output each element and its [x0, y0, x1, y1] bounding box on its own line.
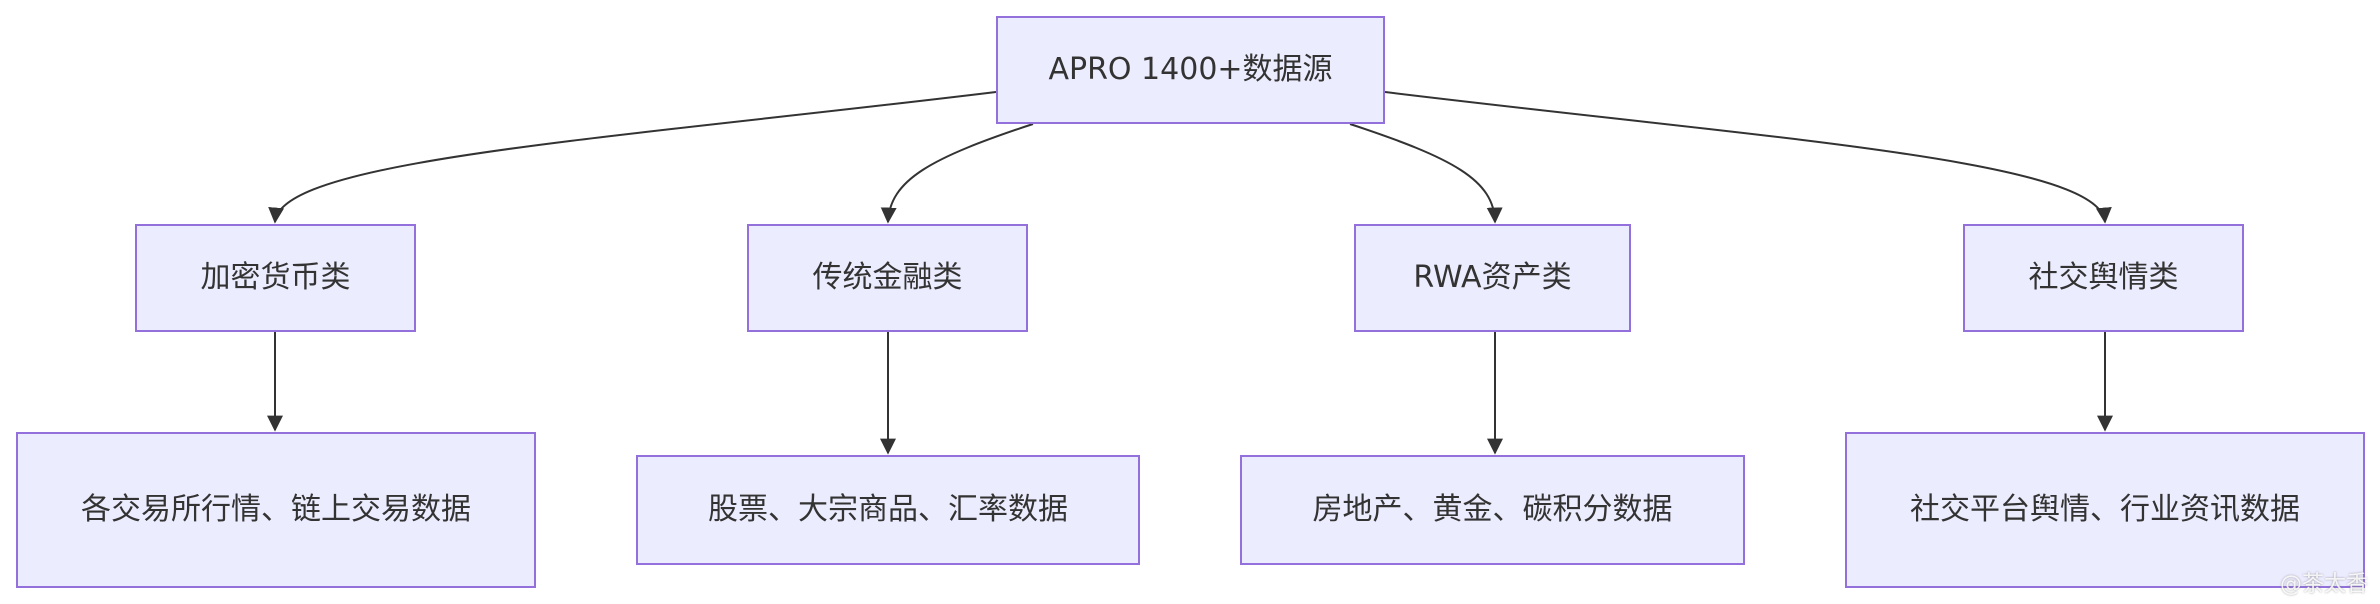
edge-root-to-rwa — [1349, 123, 1503, 224]
detail-node-label: 股票、大宗商品、汇率数据 — [708, 492, 1068, 527]
category-node-label: RWA资产类 — [1413, 260, 1572, 295]
detail-node-crypto: 各交易所行情、链上交易数据 — [16, 432, 536, 588]
detail-node-label: 社交平台舆情、行业资讯数据 — [1910, 492, 2300, 527]
detail-node-social: 社交平台舆情、行业资讯数据 — [1845, 432, 2365, 588]
category-node-label: 加密货币类 — [200, 260, 351, 295]
edge-root-to-social — [1384, 91, 2112, 224]
edge-root-to-crypto — [268, 91, 997, 224]
detail-node-rwa: 房地产、黄金、碳积分数据 — [1240, 455, 1745, 565]
root-node-label: APRO 1400+数据源 — [1048, 52, 1333, 87]
category-node-rwa: RWA资产类 — [1354, 224, 1631, 332]
detail-node-label: 各交易所行情、链上交易数据 — [81, 492, 471, 527]
detail-node-label: 房地产、黄金、碳积分数据 — [1312, 492, 1673, 527]
category-node-label: 社交舆情类 — [2028, 260, 2179, 295]
category-node-label: 传统金融类 — [812, 260, 963, 295]
category-node-crypto: 加密货币类 — [135, 224, 416, 332]
root-node: APRO 1400+数据源 — [996, 16, 1385, 124]
category-node-tradfi: 传统金融类 — [747, 224, 1028, 332]
watermark-text: @茶太香 — [2279, 572, 2368, 597]
category-node-social: 社交舆情类 — [1963, 224, 2244, 332]
edge-root-to-tradfi — [880, 123, 1034, 224]
detail-node-tradfi: 股票、大宗商品、汇率数据 — [636, 455, 1140, 565]
